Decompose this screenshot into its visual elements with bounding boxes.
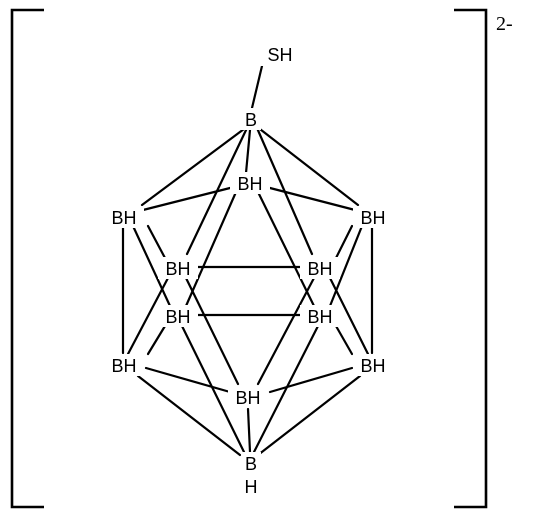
- bond: [256, 374, 362, 457]
- atom-bg: [158, 305, 198, 327]
- atom-layer: SH B BH BH BH BH BH BH BH BH BH BH B H: [104, 42, 393, 497]
- bond-layer: [121, 64, 374, 457]
- atom-bt: BH: [237, 174, 262, 194]
- atom-bg: [230, 172, 270, 194]
- atom-bg: [104, 354, 144, 376]
- atom-bg: [300, 305, 340, 327]
- left-bracket: [10, 8, 44, 509]
- bond: [144, 366, 232, 394]
- bond: [256, 276, 316, 386]
- atom-bir: BH: [307, 259, 332, 279]
- atom-b12-b: B: [245, 454, 257, 474]
- charge-label: 2-: [496, 13, 513, 35]
- atom-bg: [228, 386, 268, 408]
- bond-s-b1: [250, 64, 264, 110]
- bond: [184, 190, 238, 308]
- atom-br: BH: [360, 208, 385, 228]
- bond: [328, 276, 370, 356]
- bond: [140, 124, 250, 207]
- atom-bg: [300, 257, 340, 279]
- bond: [252, 324, 320, 454]
- bond: [334, 224, 354, 260]
- atom-bg: [353, 206, 393, 228]
- atom-bl: BH: [111, 208, 136, 228]
- bond: [268, 186, 357, 212]
- atom-bg: [260, 42, 300, 66]
- atom-bg: [104, 206, 144, 228]
- bond: [180, 324, 246, 454]
- atom-bir2: BH: [307, 307, 332, 327]
- bond: [334, 324, 354, 356]
- atom-bg: [158, 257, 198, 279]
- bond: [184, 276, 240, 386]
- bond: [126, 276, 170, 356]
- atom-blr: BH: [360, 356, 385, 376]
- atom-bg: [241, 452, 261, 496]
- bond: [268, 366, 354, 394]
- bond: [146, 224, 167, 260]
- bond: [254, 124, 360, 207]
- bond: [141, 186, 232, 212]
- atom-b12-h: H: [245, 477, 258, 497]
- atom-bg: [353, 354, 393, 376]
- bond: [244, 128, 252, 175]
- bond: [256, 190, 316, 308]
- atom-s: SH: [267, 45, 292, 65]
- atom-bil: BH: [165, 259, 190, 279]
- bond: [328, 224, 364, 308]
- bond: [136, 374, 242, 457]
- bond: [246, 407, 252, 454]
- bond: [146, 324, 167, 356]
- atom-b1: B: [245, 110, 257, 130]
- right-bracket: [454, 8, 488, 509]
- atom-bg: [241, 108, 261, 130]
- atom-bll: BH: [111, 356, 136, 376]
- atom-bil2: BH: [165, 307, 190, 327]
- bond: [131, 224, 172, 308]
- atom-bb: BH: [235, 388, 260, 408]
